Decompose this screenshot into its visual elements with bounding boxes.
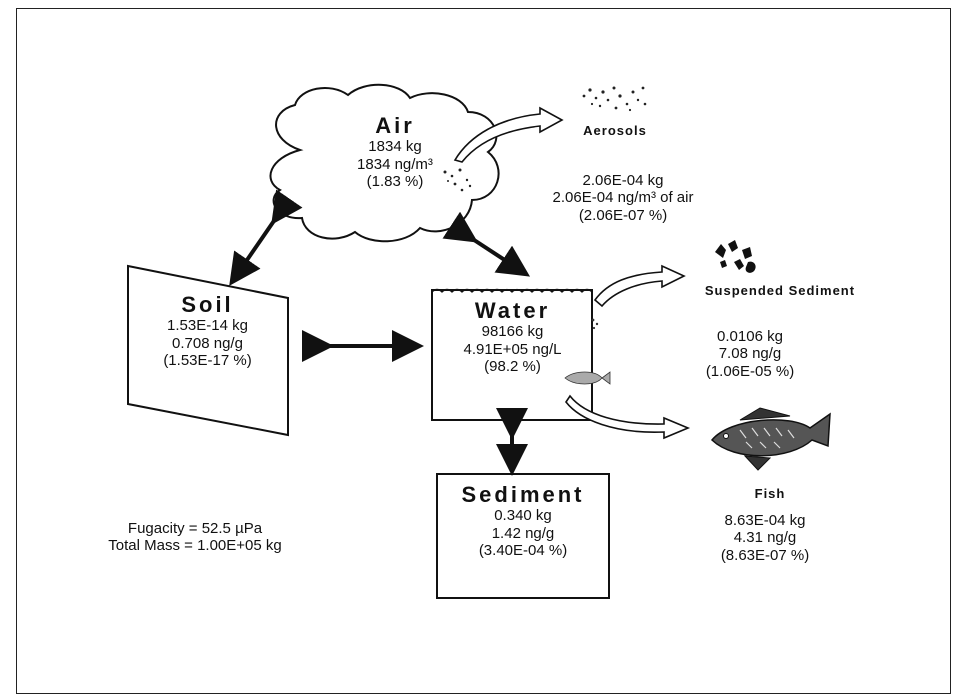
aerosol-particles-icon [583, 87, 647, 112]
air-label-group: Air 1834 kg 1834 ng/m³ (1.83 %) [320, 113, 470, 190]
air-concentration: 1834 ng/m³ [320, 156, 470, 173]
air-title: Air [320, 113, 470, 138]
suspended-sediment-title: Suspended Sediment [670, 284, 890, 299]
suspended-sediment-title-group: Suspended Sediment [670, 284, 890, 299]
fish-icon [712, 408, 830, 470]
suspended-sediment-values: 0.0106 kg 7.08 ng/g (1.06E-05 %) [680, 328, 820, 380]
aerosols-label-group: Aerosols [560, 124, 670, 139]
soil-label-group: Soil 1.53E-14 kg 0.708 ng/g (1.53E-17 %) [135, 292, 280, 369]
aerosols-mass: 2.06E-04 kg [528, 172, 718, 189]
water-mass: 98166 kg [440, 323, 585, 340]
fish-title: Fish [730, 487, 810, 502]
water-percent: (98.2 %) [440, 358, 585, 375]
aerosols-values: 2.06E-04 kg 2.06E-04 ng/m³ of air (2.06E… [528, 172, 718, 224]
sediment-particles-icon [715, 240, 756, 273]
water-label-group: Water 98166 kg 4.91E+05 ng/L (98.2 %) [440, 298, 585, 375]
sediment-concentration: 1.42 ng/g [440, 525, 606, 542]
suspended-sediment-percent: (1.06E-05 %) [680, 363, 820, 380]
soil-percent: (1.53E-17 %) [135, 352, 280, 369]
fish-concentration: 4.31 ng/g [690, 529, 840, 546]
air-water-arrow [468, 236, 520, 270]
sediment-title: Sediment [440, 482, 606, 507]
suspended-sediment-mass: 0.0106 kg [680, 328, 820, 345]
total-mass-text: Total Mass = 1.00E+05 kg [60, 537, 330, 554]
soil-mass: 1.53E-14 kg [135, 317, 280, 334]
fish-mass: 8.63E-04 kg [690, 512, 840, 529]
water-title: Water [440, 298, 585, 323]
sediment-mass: 0.340 kg [440, 507, 606, 524]
aerosols-percent: (2.06E-07 %) [528, 207, 718, 224]
aerosols-concentration: 2.06E-04 ng/m³ of air [528, 189, 718, 206]
air-mass: 1834 kg [320, 138, 470, 155]
summary-group: Fugacity = 52.5 µPa Total Mass = 1.00E+0… [60, 520, 330, 555]
soil-concentration: 0.708 ng/g [135, 335, 280, 352]
aerosols-title: Aerosols [560, 124, 670, 139]
fish-percent: (8.63E-07 %) [690, 547, 840, 564]
fish-values: 8.63E-04 kg 4.31 ng/g (8.63E-07 %) [690, 512, 840, 564]
fish-title-group: Fish [730, 487, 810, 502]
fugacity-text: Fugacity = 52.5 µPa [60, 520, 330, 537]
air-soil-arrow [236, 215, 278, 276]
sediment-label-group: Sediment 0.340 kg 1.42 ng/g (3.40E-04 %) [440, 482, 606, 559]
air-percent: (1.83 %) [320, 173, 470, 190]
water-concentration: 4.91E+05 ng/L [440, 341, 585, 358]
soil-title: Soil [135, 292, 280, 317]
suspended-sediment-concentration: 7.08 ng/g [680, 345, 820, 362]
sediment-percent: (3.40E-04 %) [440, 542, 606, 559]
